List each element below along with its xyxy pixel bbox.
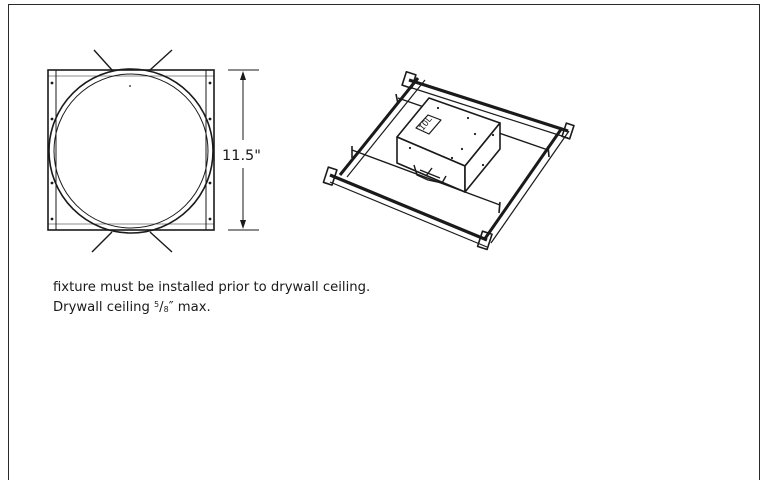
junction-box [396, 97, 501, 193]
page-frame [8, 4, 760, 480]
note-line-2-suffix: ″ max. [168, 299, 211, 315]
fraction-numerator: 5 [154, 299, 160, 309]
installation-note: fixture must be installed prior to drywa… [53, 280, 370, 318]
spring-clip-top-left [93, 49, 113, 71]
spring-clip-bottom-left [91, 231, 113, 253]
dimension-indicator [228, 69, 259, 231]
note-line-2: Drywall ceiling 5/8″ max. [53, 297, 370, 319]
spring-clip-top-right [149, 49, 173, 71]
inner-ring [53, 73, 209, 229]
plan-view [47, 49, 215, 253]
right-rail [482, 127, 570, 244]
box-clamp [413, 164, 447, 184]
isometric-view [322, 70, 575, 251]
fraction-denominator: 8 [163, 304, 169, 314]
dimension-label: 11.5" [222, 148, 261, 164]
rear-bar [408, 78, 569, 139]
square-plate [47, 69, 215, 231]
left-rail [338, 77, 426, 178]
spring-clip-bottom-right [149, 231, 173, 253]
fraction-separator: / [159, 299, 164, 315]
front-bar [329, 173, 488, 248]
note-line-1: fixture must be installed prior to drywa… [53, 280, 371, 295]
outer-ring [48, 68, 214, 234]
cross-bar-front [351, 149, 501, 206]
end-tabs [322, 70, 575, 251]
note-line-2-prefix: Drywall ceiling [53, 299, 155, 315]
